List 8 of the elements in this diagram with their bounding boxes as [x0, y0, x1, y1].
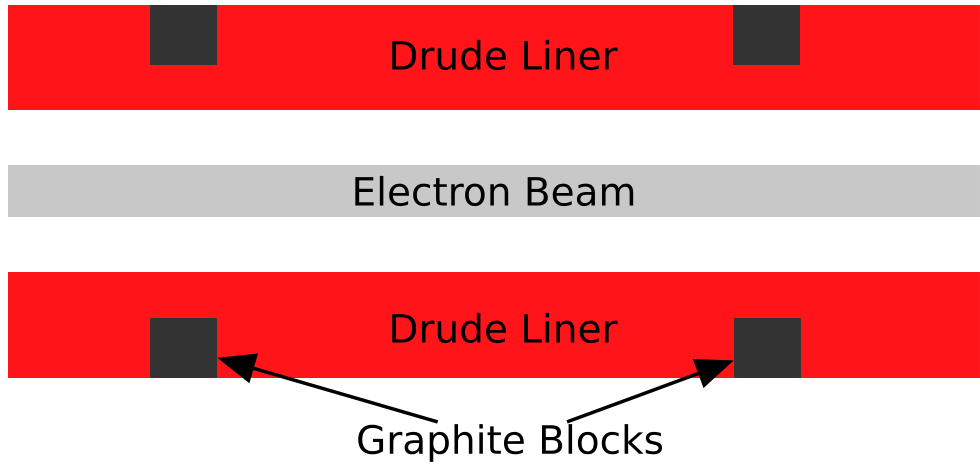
graphite-block	[150, 318, 217, 378]
block-label: Graphite Blocks	[358, 424, 662, 462]
liner-band: Drude Liner	[8, 5, 980, 110]
graphite-block	[734, 318, 801, 378]
beam-band: Electron Beam	[8, 164, 980, 217]
liner-band: Drude Liner	[8, 272, 980, 378]
graphite-block	[150, 5, 217, 65]
graphite-block	[733, 5, 800, 65]
